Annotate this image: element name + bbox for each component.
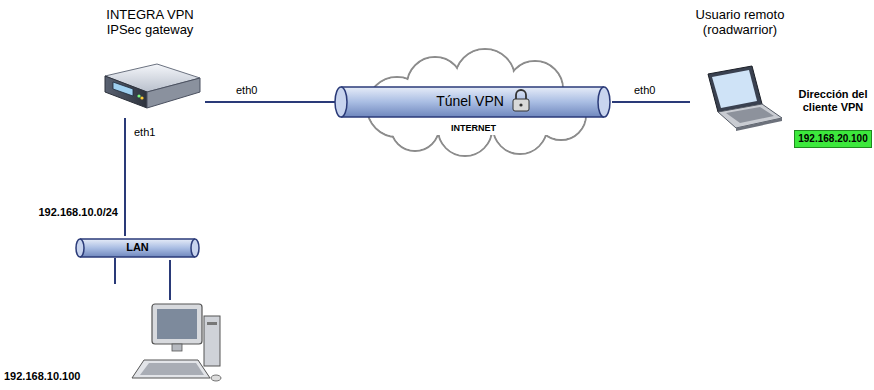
tunnel-label: Túnel VPN (430, 93, 510, 109)
interface-name: eth0 (634, 84, 674, 97)
network-address: 192.168.10.0/24 (14, 206, 118, 219)
network-link (169, 260, 171, 300)
vpn-tunnel: Túnel VPN INTERNET (335, 55, 612, 152)
interface-name: eth1 (134, 126, 174, 139)
vpn-gateway: INTEGRA VPN IPSec gateway (95, 8, 205, 118)
ip-address: 192.168.10.100 (4, 370, 114, 383)
device-title: INTEGRA VPN IPSec gateway (95, 8, 205, 38)
device-title: Usuario remoto (roadwarrior) (690, 8, 790, 38)
lan-stub-wire (114, 258, 116, 284)
lan-label: LAN (75, 241, 200, 254)
network-link (205, 101, 335, 103)
client-address: Dirección del cliente VPN 192.168.20.100 (794, 88, 872, 164)
ip-address: 192.168.20.100 (794, 130, 872, 148)
network-link (124, 118, 126, 236)
lan-computer: 192.168.10.100 (4, 300, 220, 386)
network-link (612, 101, 690, 103)
address-heading: Dirección del cliente VPN (794, 88, 872, 113)
interface-name: eth0 (236, 84, 276, 97)
remote-laptop: Usuario remoto (roadwarrior) (690, 8, 790, 125)
lan-segment: LAN (75, 236, 200, 260)
cloud-label: INTERNET (335, 123, 612, 133)
